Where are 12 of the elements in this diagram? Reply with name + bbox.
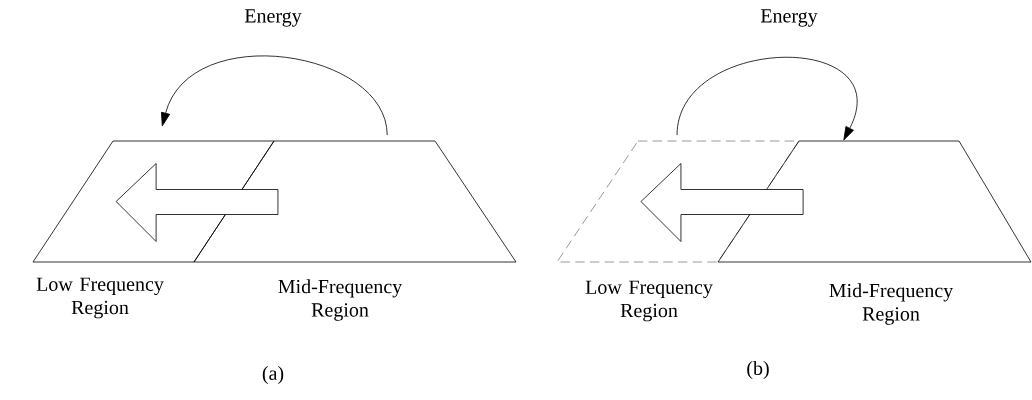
block-arrow — [640, 163, 804, 242]
block-arrow — [115, 163, 279, 242]
node-label: Mid-Frequency Region — [278, 279, 403, 321]
node-label: Low Frequency Region — [36, 277, 164, 319]
node-label: Low Frequency Region — [585, 280, 713, 322]
edge-label: Energy — [760, 9, 818, 27]
panel-label: (a) — [262, 365, 284, 385]
node-label: Mid-Frequency Region — [829, 283, 954, 325]
arrow — [676, 56, 858, 141]
edge-label: Energy — [244, 9, 302, 27]
panel-label: (b) — [747, 360, 769, 380]
arrow — [161, 55, 388, 136]
